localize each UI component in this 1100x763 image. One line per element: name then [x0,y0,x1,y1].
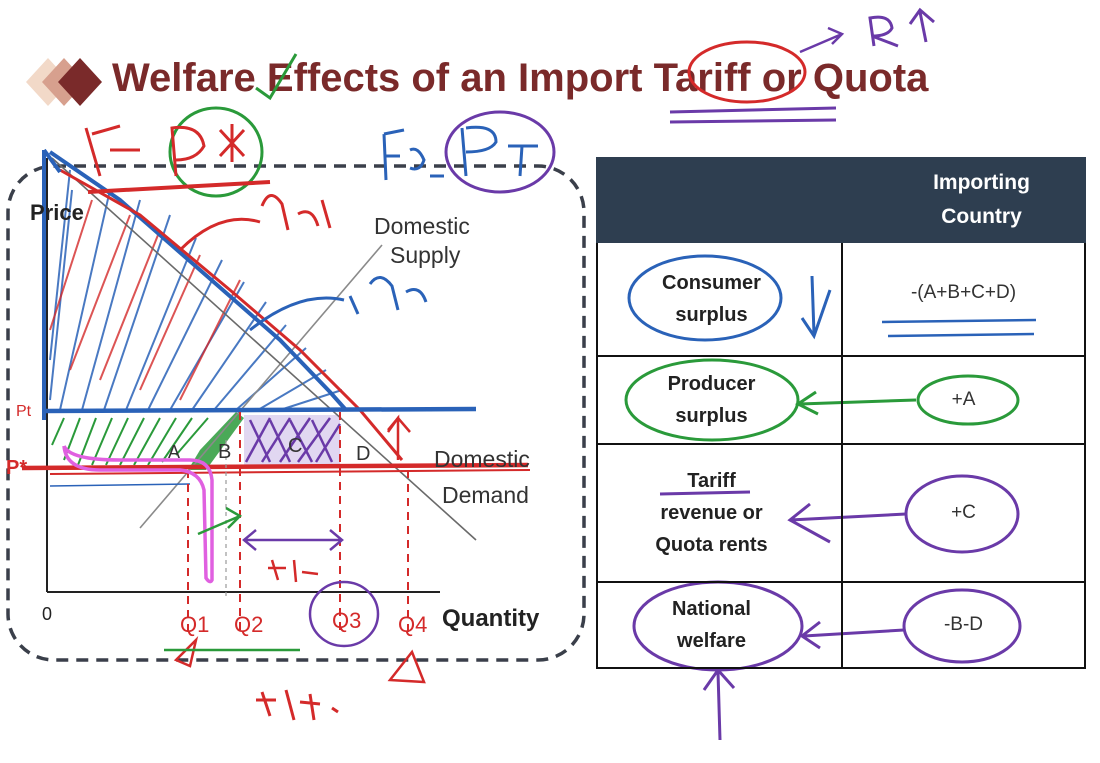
purple-double-arrow [242,529,344,551]
row-label-tariff-revenue: Tariff revenue or Quota rents [596,443,843,583]
area-label-c: C [288,435,302,457]
table-header-importing-country: Importing Country [841,157,1086,243]
p-star-price-line-thin [49,469,531,475]
p-star-label: P* [6,457,27,479]
triangle-marker-left [173,636,199,668]
pt-label: Pt [16,403,32,420]
magenta-import-trace [62,445,214,584]
label-line: welfare [677,630,746,652]
row-label-consumer-surplus: Consumer surplus [596,241,843,357]
row-label-national-welfare: National welfare [596,581,843,669]
table-row: National welfare -B-D [596,581,1086,669]
q1-label: Q1 [180,612,209,637]
supply-label-line1: Domestic [374,213,470,239]
label-line: Producer [667,373,756,395]
area-label-b: B [218,441,231,463]
area-label-a: A [168,442,180,462]
value-text: +C [951,502,976,523]
red-hatching [49,199,241,401]
label-line: Consumer [662,272,761,294]
value-text: -(A+B+C+D) [910,282,1017,303]
pt-price-line [43,406,477,414]
table-row: Consumer surplus -(A+B+C+D) [596,241,1086,357]
table-header-blank [596,157,843,243]
area-label-d: D [356,443,370,465]
label-line: Quota rents [655,534,768,556]
p-star-price-line [21,462,529,471]
supply-label-line2: Supply [390,242,461,268]
consumer-surplus-hatching [49,169,343,411]
label-line: surplus [675,304,748,326]
label-line: Tariff [687,470,736,492]
table-header-row: Importing Country [596,157,1086,243]
label-line: revenue or [660,502,763,524]
x-axis-label: Quantity [442,605,540,632]
thin-blue-under-line [49,483,191,487]
origin-label: 0 [42,604,52,624]
header-line1: Importing [933,171,1030,194]
title-diamonds-icon [26,58,102,106]
q3-label: Q3 [332,608,361,633]
row-label-producer-surplus: Producer surplus [596,355,843,445]
label-line: National [672,598,751,620]
q4-label: Q4 [398,612,427,637]
triangle-marker-right [387,649,426,684]
value-text: -B-D [943,614,984,635]
table-row: Tariff revenue or Quota rents +C [596,443,1086,583]
row-value-tariff-revenue: +C [841,443,1086,583]
diagram-frame [6,164,586,662]
y-axis-label: Price [30,200,84,225]
value-text: +A [951,389,976,410]
row-value-national-welfare: -B-D [841,581,1086,669]
label-line: surplus [675,405,748,427]
domestic-demand-curve [51,157,477,541]
green-arrow-annotation [197,506,243,536]
row-value-consumer-surplus: -(A+B+C+D) [841,241,1086,357]
row-value-producer-surplus: +A [841,355,1086,445]
demand-label-line1: Domestic [434,446,530,472]
q2-label: Q2 [234,612,263,637]
table-row: Producer surplus +A [596,355,1086,445]
red-demand-trace [59,168,404,461]
header-line2: Country [941,205,1022,228]
red-arrow-d-head [386,415,411,433]
tariff-revenue-hatching [244,415,342,465]
welfare-effects-table: Importing Country Consumer surplus -(A+B… [596,157,1086,669]
producer-surplus-hatching [51,417,209,466]
demand-label-line2: Demand [442,482,529,508]
blue-tick [42,148,62,174]
